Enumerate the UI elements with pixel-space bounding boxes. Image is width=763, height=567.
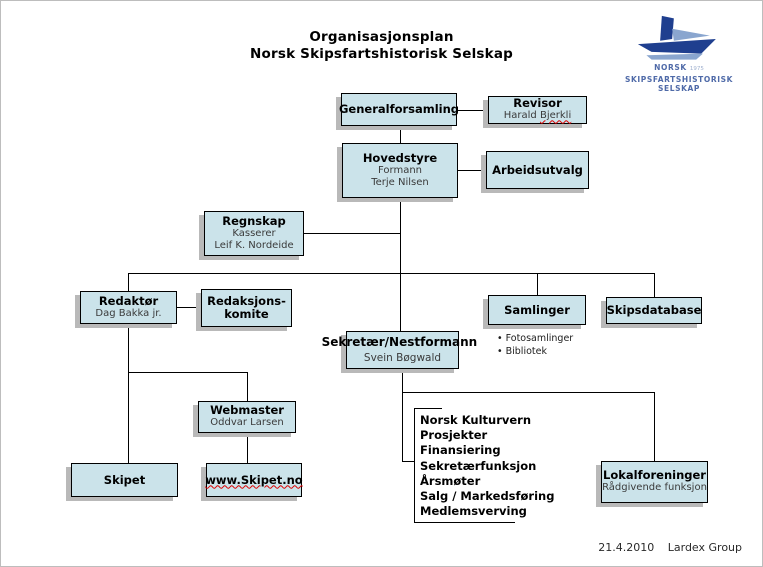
task-list-item: Medlemsverving — [420, 504, 527, 519]
box-skipsdatabase: Skipsdatabase — [606, 297, 702, 324]
website-url: www.Skipet.no — [205, 472, 303, 487]
box-title: Samlinger — [504, 302, 570, 317]
page-title-line2: Norsk Skipsfartshistorisk Selskap — [250, 46, 513, 62]
task-list-item: Sekretærfunksjon — [420, 458, 537, 473]
logo-year: 1975 — [689, 66, 704, 72]
box-title: Webmaster — [210, 403, 284, 418]
connector-line — [654, 392, 655, 461]
connector-line — [402, 461, 414, 462]
list-bracket-line — [414, 408, 442, 409]
footer-credit: Lardex Group — [667, 541, 742, 554]
list-bracket-line — [414, 408, 415, 522]
connector-line — [458, 170, 486, 171]
connector-line — [177, 307, 201, 308]
connector-line — [400, 126, 401, 143]
task-list-item: Finansiering — [420, 443, 501, 458]
task-list-item: Norsk Kulturvern — [420, 413, 532, 427]
bullet-item: Fotosamlinger — [497, 333, 574, 346]
box-person: Harald Bjerkli — [503, 110, 572, 122]
box-title-line2: komite — [224, 307, 269, 321]
box-role: Kasserer — [232, 227, 276, 239]
box-title: Skipet — [103, 472, 146, 487]
box-redaktor: Redaktør Dag Bakka jr. — [80, 291, 177, 324]
box-person: Leif K. Nordeide — [214, 240, 294, 251]
box-title: Lokalforeninger — [603, 468, 706, 483]
box-regnskap: Regnskap Kasserer Leif K. Nordeide — [204, 211, 304, 256]
connector-line — [654, 273, 655, 297]
task-list-item: Salg / Markedsføring — [420, 489, 555, 504]
box-sekretar-nestformann: Sekretær/Nestformann Svein Bøgwald — [322, 331, 477, 369]
footer-date: 21.4.2010 — [598, 541, 655, 554]
box-samlinger: Samlinger — [488, 295, 586, 325]
box-person: Dag Bakka jr. — [95, 307, 162, 319]
box-title-line1: Redaksjons- — [207, 294, 286, 308]
bullet-item: Bibliotek — [497, 346, 573, 359]
connector-line — [304, 233, 400, 234]
connector-line — [400, 273, 401, 331]
task-list-item: Årsmøter — [420, 473, 481, 488]
box-title: Skipsdatabase — [606, 303, 702, 317]
box-webmaster: Webmaster Oddvar Larsen — [198, 401, 296, 433]
box-generalforsamling: Generalforsamling — [338, 93, 460, 126]
box-arbeidsutvalg: Arbeidsutvalg — [486, 151, 589, 189]
connector-line — [128, 324, 129, 463]
box-title: Redaktør — [98, 293, 159, 308]
connector-line — [402, 369, 403, 461]
connector-line — [128, 273, 129, 291]
connector-line — [456, 110, 488, 111]
box-title: Arbeidsutvalg — [492, 162, 583, 177]
box-title: Regnskap — [222, 213, 286, 228]
ship-logo-icon — [610, 15, 748, 63]
box-skipet: Skipet — [71, 463, 178, 497]
box-role: Formann — [378, 164, 422, 176]
connector-line — [247, 433, 248, 463]
connector-line — [128, 372, 247, 373]
box-subtitle: Rådgivende funksjon — [602, 482, 707, 494]
box-title: Generalforsamling — [338, 102, 460, 116]
task-list-item: Prosjekter — [420, 428, 488, 443]
footer: 21.4.2010 Lardex Group — [588, 541, 742, 554]
box-title: Sekretær/Nestformann — [321, 335, 478, 349]
box-lokalforeninger: Lokalforeninger Rådgivende funksjon — [601, 461, 708, 503]
page-title-line1: Organisasjonsplan — [309, 29, 454, 45]
connector-line — [247, 372, 248, 401]
box-redaksjonskomite: Redaksjons- komite — [201, 289, 292, 327]
logo-line2: SKIPSFARTSHISTORISK — [624, 74, 734, 84]
box-revisor: Revisor Harald Bjerkli — [488, 96, 587, 124]
connector-line — [402, 392, 654, 393]
box-person: Svein Bøgwald — [363, 352, 442, 364]
box-person: Oddvar Larsen — [210, 417, 284, 429]
connector-line — [400, 198, 401, 273]
box-website: www.Skipet.no — [205, 463, 303, 497]
box-title: Hovedstyre — [362, 150, 438, 165]
box-title: Revisor — [513, 96, 562, 111]
task-list: Norsk Kulturvern Prosjekter Finansiering… — [420, 413, 554, 519]
box-hovedstyre: Hovedstyre Formann Terje Nilsen — [342, 143, 458, 198]
list-bracket-line — [414, 522, 515, 523]
logo-line3: SELSKAP — [657, 84, 701, 93]
connector-line — [128, 273, 654, 274]
box-person: Terje Nilsen — [371, 177, 429, 188]
misspelled-word: Bjerkli — [539, 110, 572, 122]
samlinger-bullet-list: Fotosamlinger Bibliotek — [497, 333, 574, 359]
page-title: Organisasjonsplan Norsk Skipsfartshistor… — [1, 29, 762, 63]
connector-line — [537, 273, 538, 295]
